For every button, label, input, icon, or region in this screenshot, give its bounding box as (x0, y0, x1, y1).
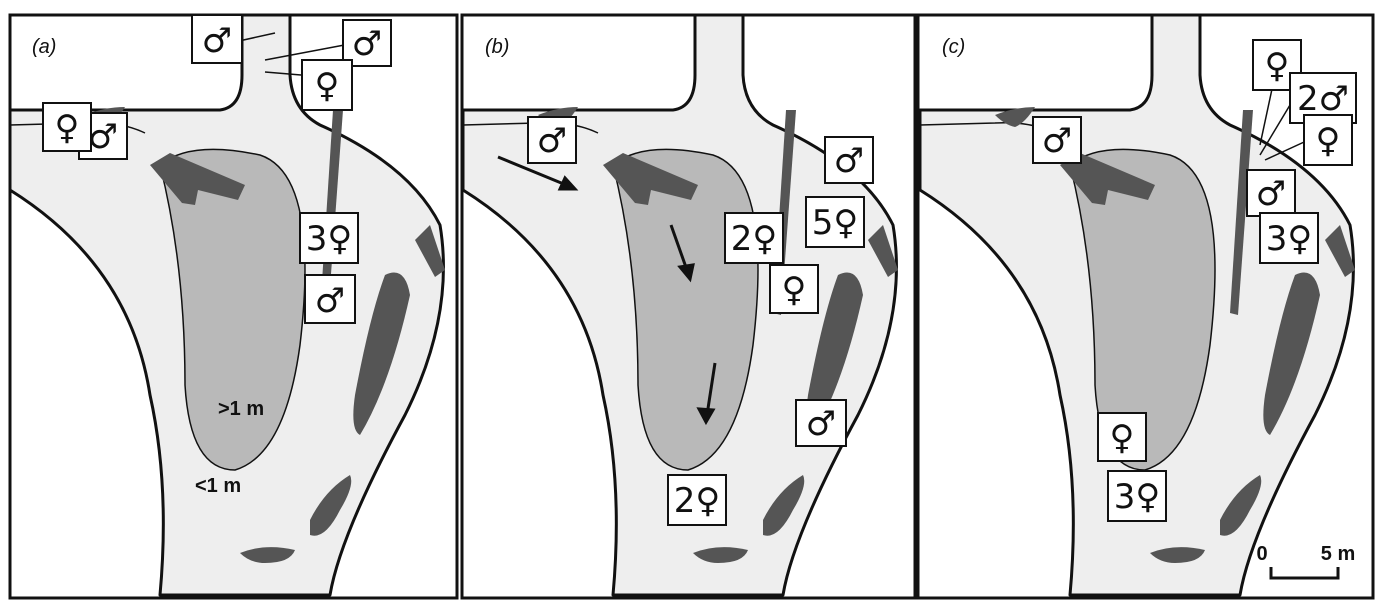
movement-arrow (669, 224, 695, 283)
svg-text:5♀: 5♀ (812, 203, 859, 243)
scale-bar: 0 5 m (1256, 543, 1355, 580)
svg-text:2♀: 2♀ (674, 481, 721, 521)
svg-text:♂: ♂ (806, 404, 836, 444)
movement-arrow (696, 362, 717, 426)
panel-b-label: (b) (485, 36, 509, 58)
svg-text:♂: ♂ (202, 21, 232, 61)
svg-text:♂: ♂ (315, 281, 345, 321)
svg-text:2♀: 2♀ (731, 219, 778, 259)
svg-text:♀: ♀ (1110, 418, 1135, 458)
female-badge: ♀ (1303, 114, 1353, 166)
female-badge: ♀ (42, 102, 92, 152)
male-badge: ♂ (1032, 116, 1082, 164)
scale-bar-start: 0 (1256, 543, 1267, 565)
female-badge: ♀ (1097, 412, 1147, 462)
svg-text:♂: ♂ (352, 24, 382, 64)
svg-text:3♀: 3♀ (1266, 219, 1313, 259)
female-badge: ♀ (301, 59, 353, 111)
scale-bar-end: 5 m (1321, 543, 1355, 565)
panel-a-label: (a) (32, 36, 56, 58)
svg-text:2♂: 2♂ (1297, 79, 1349, 119)
svg-text:♀: ♀ (782, 270, 807, 310)
female-count-badge: 3♀ (1259, 212, 1319, 264)
female-count-badge: 3♀ (299, 212, 359, 264)
male-badge: ♂ (824, 136, 874, 184)
svg-text:♀: ♀ (315, 66, 340, 106)
male-badge: ♂ (1246, 169, 1296, 217)
pointer-line (264, 42, 356, 61)
male-badge: ♂ (527, 116, 577, 164)
female-count-badge: 2♀ (724, 212, 784, 264)
depth-label-deep: >1 m (218, 398, 264, 420)
male-badge: ♂ (304, 274, 356, 324)
female-count-badge: 2♀ (667, 474, 727, 526)
panel-c-label: (c) (942, 36, 965, 58)
male-badge: ♂ (795, 399, 847, 447)
panel-b: (b) ♂ ♂ 2♀ 5♀ ♀ (461, 13, 898, 597)
male-badge: ♂ (342, 19, 392, 67)
svg-text:3♀: 3♀ (1114, 477, 1161, 517)
panel-c: (c) ♀ 2♂ ♂ ♀ ♂ 3♀ ♀ (918, 13, 1357, 597)
movement-arrow (497, 155, 579, 191)
svg-text:♂: ♂ (537, 121, 567, 161)
pointer-line (1259, 104, 1291, 156)
female-count-badge: 3♀ (1107, 470, 1167, 522)
svg-text:♂: ♂ (1042, 121, 1072, 161)
svg-text:♂: ♂ (834, 141, 864, 181)
svg-text:♀: ♀ (1265, 46, 1290, 86)
svg-text:♂: ♂ (88, 117, 118, 157)
svg-text:3♀: 3♀ (306, 219, 353, 259)
female-count-badge: 5♀ (805, 196, 865, 248)
male-badge: ♂ (191, 14, 243, 64)
svg-text:♀: ♀ (1316, 121, 1341, 161)
svg-text:♂: ♂ (1256, 174, 1286, 214)
female-badge: ♀ (769, 264, 819, 314)
svg-text:♀: ♀ (55, 108, 80, 148)
depth-label-shallow: <1 m (195, 475, 241, 497)
panel-a: (a) ♂ ♂ ♀ ♂ ♀ 3♀ ♂ (8, 13, 445, 597)
